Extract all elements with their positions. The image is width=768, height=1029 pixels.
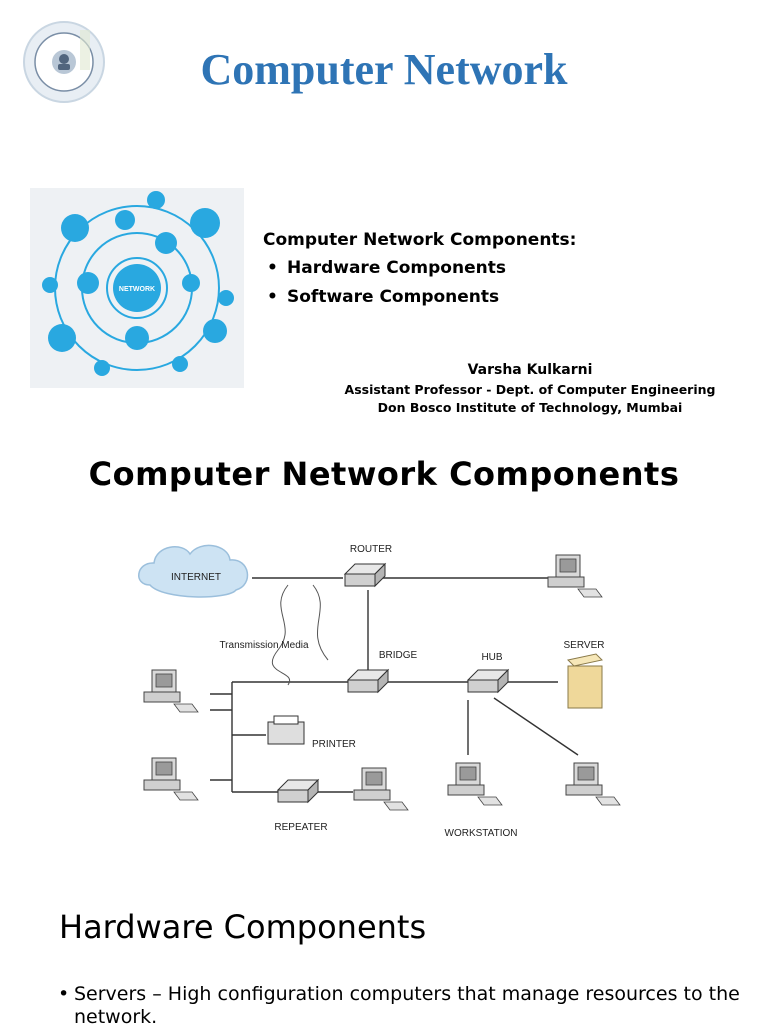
institute-logo [23, 21, 105, 103]
repeater-label: REPEATER [274, 822, 327, 833]
component-item-label: Hardware Components [287, 258, 506, 278]
component-item-hardware: • Hardware Components [267, 258, 576, 278]
author-role: Assistant Professor - Dept. of Computer … [344, 382, 716, 397]
workstation-label: WORKSTATION [445, 828, 518, 839]
hardware-list: • Servers – High configuration computers… [58, 983, 748, 1029]
internet-label: INTERNET [171, 572, 221, 583]
bullet-icon: • [58, 983, 70, 1005]
bridge-label: BRIDGE [379, 650, 418, 661]
page-title: Computer Network [200, 45, 568, 94]
list-item-text: Servers – High configuration computers t… [74, 983, 740, 1028]
author-name: Varsha Kulkarni [467, 362, 593, 378]
components-block: Computer Network Components: • Hardware C… [263, 230, 576, 316]
author-block: Varsha Kulkarni Assistant Professor - De… [330, 362, 730, 418]
slide-title: Hardware Components [59, 908, 427, 946]
transmission-media-label: Transmission Media [219, 640, 309, 651]
bridge-icon [347, 669, 389, 693]
computer-icon [143, 669, 199, 713]
repeater-icon [277, 779, 319, 803]
hub-label: HUB [481, 652, 502, 663]
component-item-software: • Software Components [267, 287, 576, 307]
svg-text:NETWORK: NETWORK [119, 286, 155, 293]
computer-icon [143, 757, 199, 801]
bullet-icon: • [267, 258, 278, 278]
computer-icon [353, 767, 409, 811]
list-item: • Servers – High configuration computers… [58, 983, 748, 1029]
router-label: ROUTER [350, 544, 392, 555]
network-components-diagram: INTERNET ROUTER BRIDGE HUB Transmission … [138, 544, 621, 839]
slide-title: Computer Network Components [88, 455, 680, 493]
printer-icon [267, 715, 305, 745]
network-graphic: NETWORK [30, 188, 244, 388]
bullet-icon: • [267, 287, 278, 307]
computer-icon [447, 762, 503, 806]
components-heading: Computer Network Components: [263, 230, 577, 250]
router-icon [344, 563, 386, 587]
computer-icon [547, 554, 603, 598]
hub-icon [467, 669, 509, 693]
internet-cloud [138, 544, 249, 598]
computer-icon [565, 762, 621, 806]
server-label: SERVER [564, 640, 605, 651]
server-icon [566, 653, 604, 709]
printer-label: PRINTER [312, 739, 356, 750]
author-institute: Don Bosco Institute of Technology, Mumba… [377, 400, 683, 415]
component-item-label: Software Components [287, 287, 500, 307]
